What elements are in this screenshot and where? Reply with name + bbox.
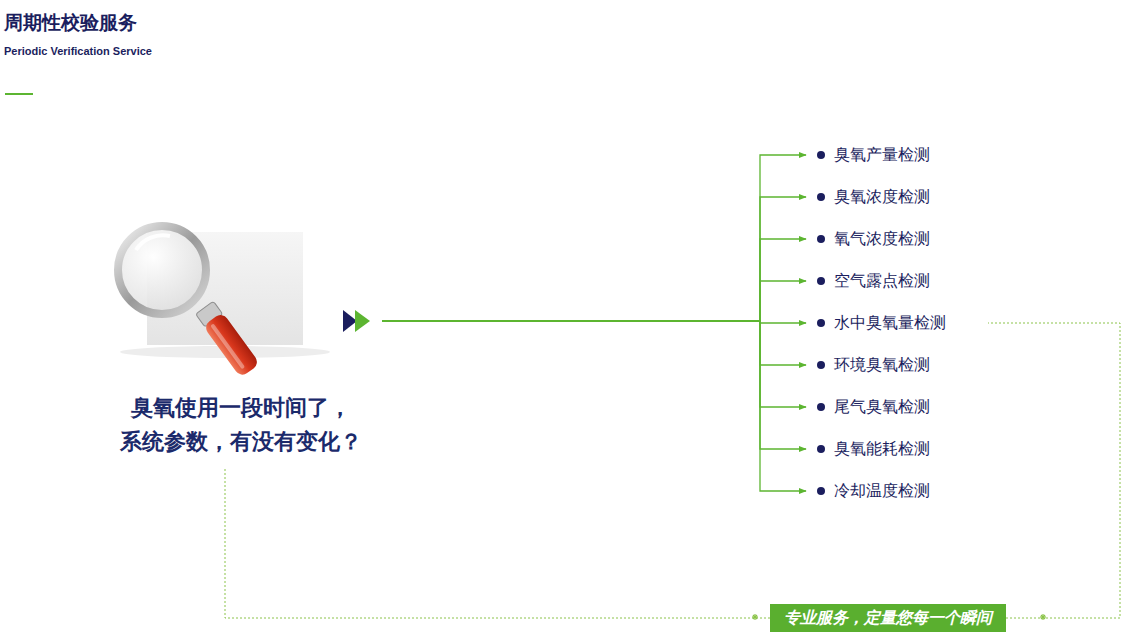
item-label: 臭氧能耗检测 (834, 439, 930, 460)
page-subtitle: Periodic Verification Service (4, 45, 152, 57)
bullet-dot (817, 487, 825, 495)
arrow-connector (382, 155, 806, 321)
item-label: 臭氧浓度检测 (834, 187, 930, 208)
item-label: 水中臭氧量检测 (834, 313, 946, 334)
dotted-connector (988, 323, 1120, 618)
bullet-dot (817, 193, 825, 201)
magnifier (118, 226, 260, 378)
item-label: 氧气浓度检测 (834, 229, 930, 250)
check-item: 臭氧能耗检测 (808, 436, 988, 462)
accent-line (5, 93, 33, 95)
page-title: 周期性校验服务 (4, 10, 137, 36)
asterisk-mark (1040, 614, 1046, 620)
slogan-text: 专业服务，定量您每一个瞬间 (784, 608, 992, 629)
bullet-dot (817, 445, 825, 453)
subtitle-text: Periodic Verification Service (4, 45, 152, 57)
bullet-dot (817, 151, 825, 159)
asterisk-mark (752, 614, 758, 620)
item-label: 空气露点检测 (834, 271, 930, 292)
double-arrow-symbol (343, 310, 370, 332)
item-label: 臭氧产量检测 (834, 145, 930, 166)
arrow-connector (382, 239, 806, 321)
arrow-connector (382, 281, 806, 321)
arrow-connector (382, 321, 806, 491)
check-item: 冷却温度检测 (808, 478, 988, 504)
check-item: 臭氧浓度检测 (808, 184, 988, 210)
bullet-dot (817, 403, 825, 411)
question-text: 臭氧使用一段时间了， 系统参数，有没有变化？ (116, 391, 366, 459)
check-item: 空气露点检测 (808, 268, 988, 294)
arrow-connector (382, 321, 806, 449)
bullet-dot (817, 319, 825, 327)
item-label: 尾气臭氧检测 (834, 397, 930, 418)
bullet-dot (817, 277, 825, 285)
check-item: 氧气浓度检测 (808, 226, 988, 252)
arrow-connector (382, 321, 806, 407)
item-label: 冷却温度检测 (834, 481, 930, 502)
check-item: 臭氧产量检测 (808, 142, 988, 168)
dotted-connector (225, 469, 770, 618)
item-label: 环境臭氧检测 (834, 355, 930, 376)
slogan-badge: 专业服务，定量您每一个瞬间 (770, 604, 1006, 632)
check-item: 环境臭氧检测 (808, 352, 988, 378)
arrow-connector (382, 197, 806, 321)
question-block: 臭氧使用一段时间了， 系统参数，有没有变化？ (100, 215, 382, 465)
arrow-connector (382, 321, 806, 365)
bullet-dot (817, 235, 825, 243)
check-item: 水中臭氧量检测 (808, 310, 988, 336)
bullet-dot (817, 361, 825, 369)
check-item: 尾气臭氧检测 (808, 394, 988, 420)
